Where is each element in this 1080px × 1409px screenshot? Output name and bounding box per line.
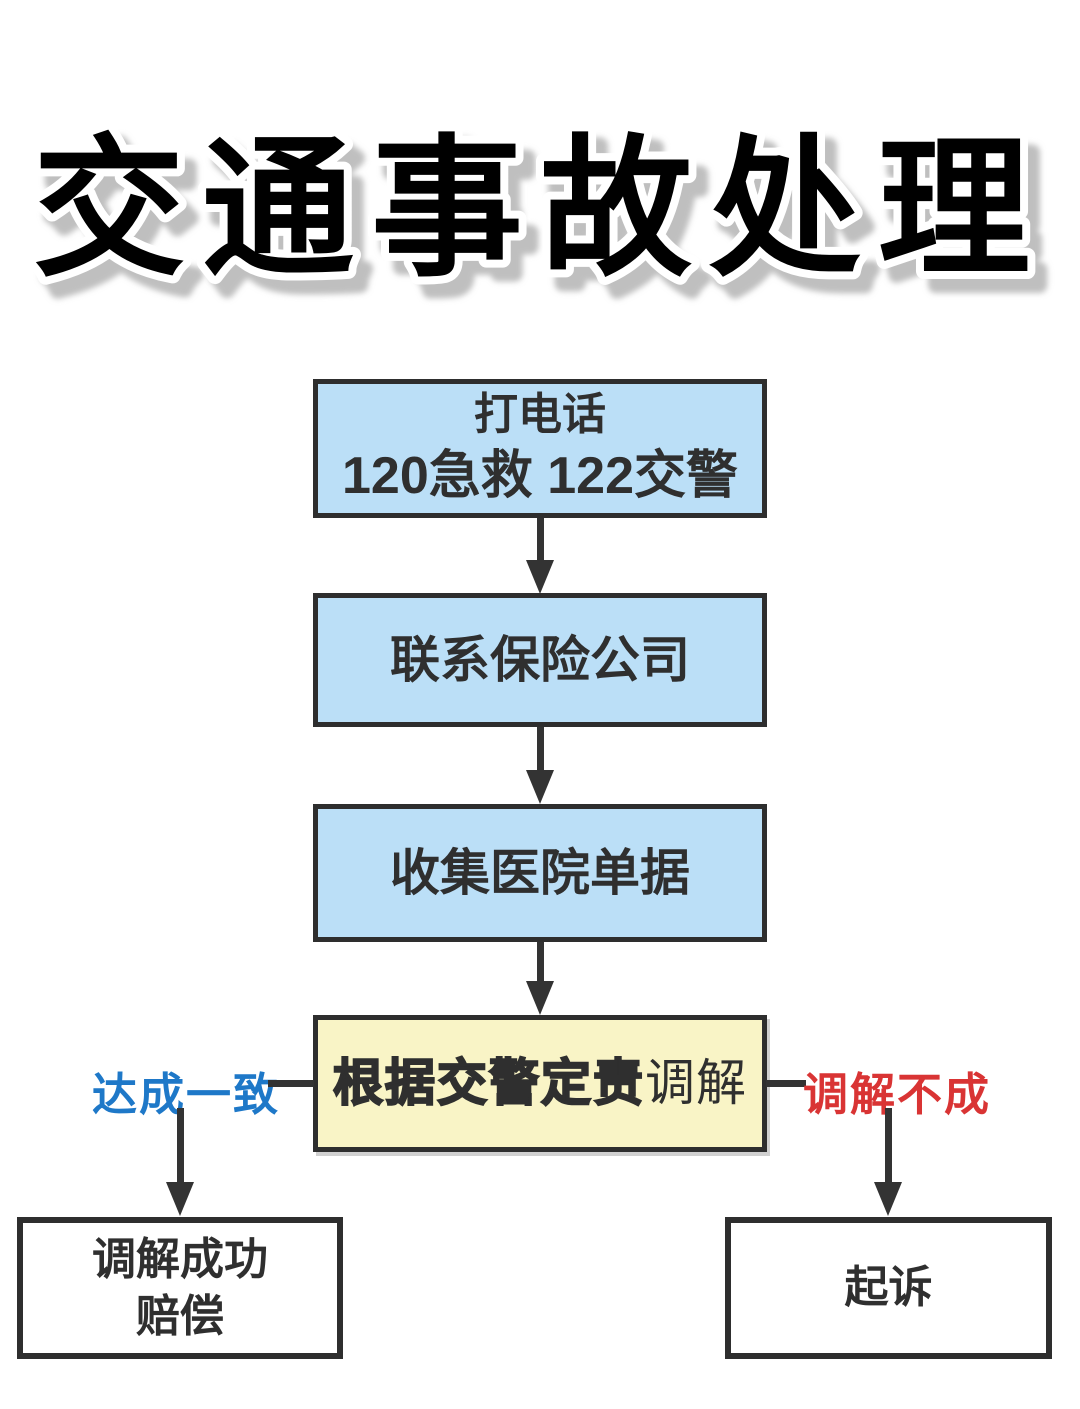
- branch-left-stem: [177, 1108, 184, 1184]
- branch-left-head: [166, 1182, 194, 1216]
- flow-step-call-line2: 120急救 122交警: [342, 447, 738, 506]
- flow-step-hospital-label: 收集医院单据: [390, 844, 690, 901]
- arrow-down-2-stem: [537, 727, 544, 772]
- flow-step-mediation-tail: 调解: [645, 1055, 747, 1111]
- result-left-line1: 调解成功: [92, 1234, 268, 1284]
- flow-step-mediation-label: 根据交警定责调解: [332, 1051, 747, 1116]
- arrow-down-1-stem: [537, 518, 544, 564]
- arrow-down-3-head: [526, 981, 554, 1015]
- page-title: 交通事故处理: [33, 119, 1047, 298]
- result-left-box: 调解成功 赔偿: [17, 1217, 343, 1359]
- branch-right-label: 调解不成: [803, 1069, 992, 1120]
- flow-step-call-line1: 打电话: [474, 390, 606, 440]
- flow-step-insurance-label: 联系保险公司: [390, 631, 690, 688]
- flow-step-hospital-box: 收集医院单据: [313, 804, 767, 942]
- arrow-down-2-head: [526, 770, 554, 804]
- branch-right-stem: [885, 1108, 892, 1184]
- result-right-label: 起诉: [844, 1263, 933, 1313]
- page-title-art: 交通事故处理 交通事故处理: [25, 111, 1059, 320]
- arrow-down-3-stem: [537, 942, 544, 984]
- flow-step-mediation-box: 根据交警定责调解: [313, 1015, 767, 1152]
- flow-step-mediation-strong: 根据交警定责: [332, 1054, 645, 1112]
- arrow-down-1-head: [526, 560, 554, 594]
- branch-left-label: 达成一致: [92, 1069, 281, 1120]
- flow-step-insurance-box: 联系保险公司: [313, 593, 767, 727]
- result-left-line2: 赔偿: [136, 1292, 224, 1341]
- branch-left-hline: [268, 1080, 314, 1087]
- branch-right-hline: [766, 1080, 806, 1087]
- page-title-shadow: 交通事故处理: [45, 133, 1059, 312]
- branch-right-head: [874, 1182, 902, 1216]
- result-right-box: 起诉: [725, 1217, 1052, 1359]
- flow-step-call-box: 打电话 120急救 122交警: [313, 379, 767, 518]
